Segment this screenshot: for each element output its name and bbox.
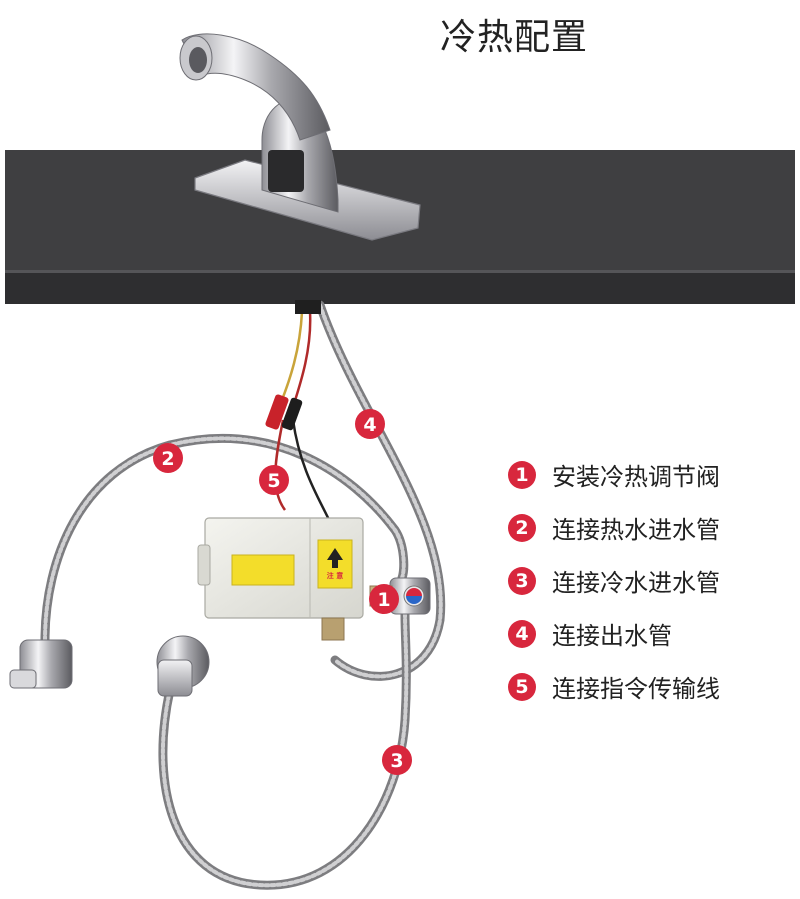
marker-5: 5 (259, 465, 289, 495)
legend: 1 安装冷热调节阀 2 连接热水进水管 3 连接冷水进水管 4 连接出水管 5 … (508, 448, 720, 713)
marker-2: 2 (153, 443, 183, 473)
legend-item: 4 连接出水管 (508, 607, 720, 660)
legend-number-badge: 4 (508, 619, 536, 648)
svg-text:2: 2 (161, 448, 174, 470)
cold-angle-valve (156, 635, 210, 697)
hoses (40, 300, 446, 890)
legend-text: 安装冷热调节阀 (552, 463, 720, 491)
marker-1: 1 (369, 584, 399, 614)
svg-text:3: 3 (390, 750, 403, 772)
faucet (179, 33, 421, 241)
box-warning-label: 注 意 (327, 571, 343, 580)
legend-number-badge: 2 (508, 513, 536, 542)
legend-item: 2 连接热水进水管 (508, 501, 720, 554)
control-box: 注 意 (197, 517, 364, 641)
legend-item: 1 安装冷热调节阀 (508, 448, 720, 501)
legend-text: 连接热水进水管 (552, 516, 720, 544)
legend-item: 3 连接冷水进水管 (508, 554, 720, 607)
legend-number-badge: 5 (508, 672, 536, 701)
legend-number-badge: 1 (508, 460, 536, 489)
legend-item: 5 连接指令传输线 (508, 660, 720, 713)
svg-text:5: 5 (267, 470, 280, 492)
svg-text:4: 4 (363, 414, 376, 436)
hot-angle-valve (9, 639, 73, 689)
marker-3: 3 (382, 745, 412, 775)
legend-text: 连接指令传输线 (552, 675, 720, 703)
svg-text:1: 1 (377, 589, 390, 611)
page-title: 冷热配置 (440, 17, 589, 58)
legend-text: 连接出水管 (552, 622, 672, 650)
legend-number-badge: 3 (508, 566, 536, 595)
marker-4: 4 (355, 409, 385, 439)
legend-text: 连接冷水进水管 (552, 569, 720, 597)
